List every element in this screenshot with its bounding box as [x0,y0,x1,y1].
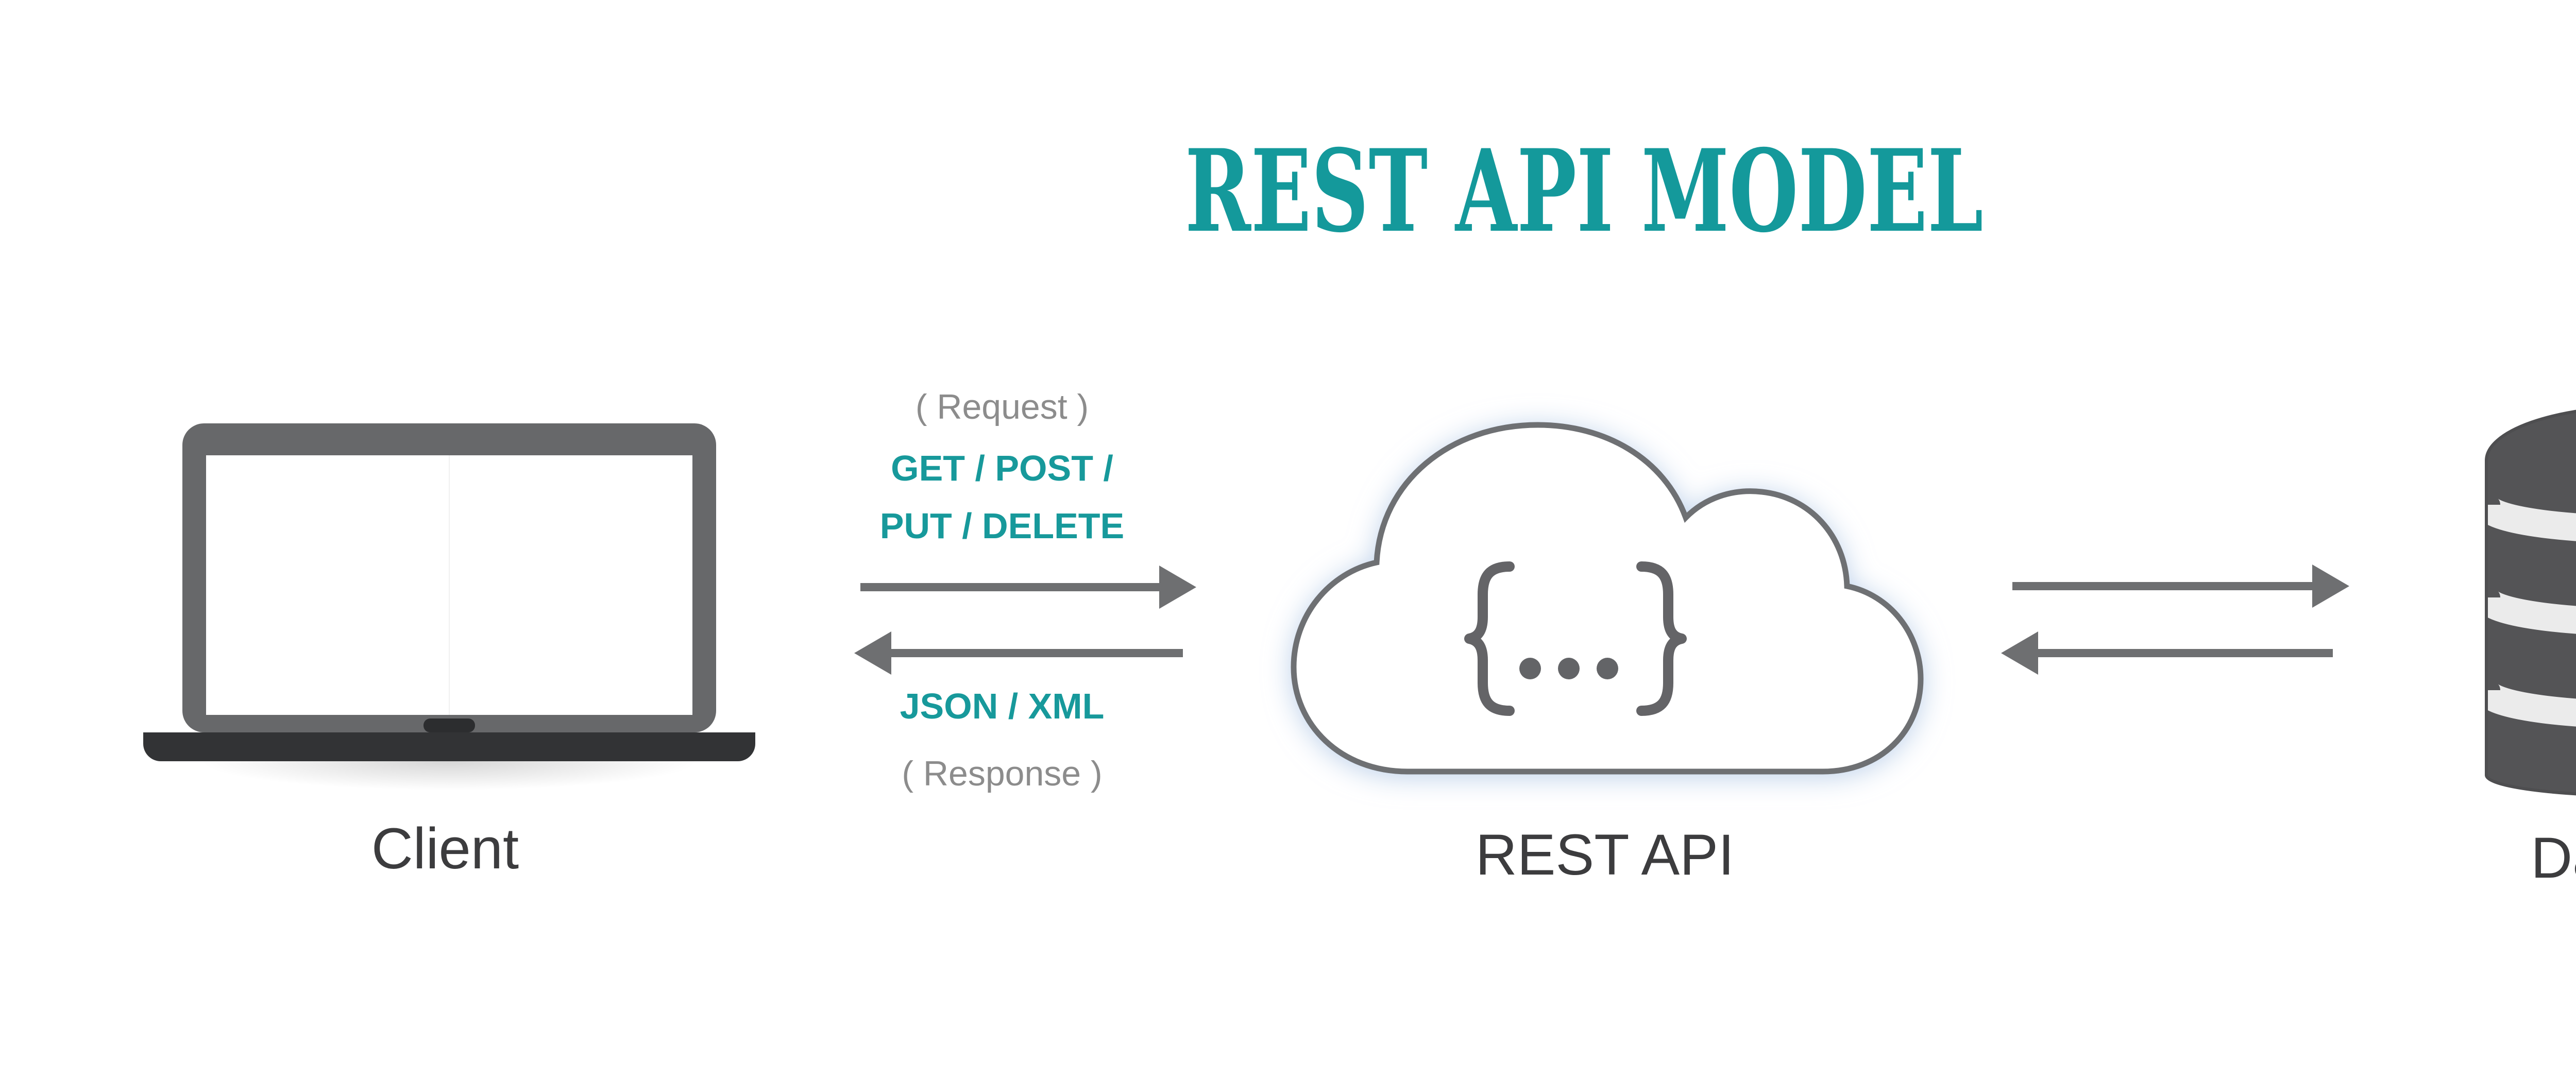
client-to-api-arrow-icon [860,566,1196,609]
braces-icon [1464,561,1687,716]
cloud-icon [1291,422,1924,775]
laptop-shadow [154,761,745,802]
database-icon [2485,409,2576,796]
rest-api-node-label: REST API [1475,823,1735,887]
database-node-label: Database [2531,826,2576,890]
laptop-screen-divider [449,455,450,715]
database-band [2486,498,2576,543]
right-brace [1636,561,1687,716]
request-methods-line2: PUT / DELETE [879,506,1125,546]
api-to-client-arrow-icon [854,631,1183,675]
laptop-notch [423,718,475,732]
request-annotation: ( Request ) [915,387,1089,426]
response-formats: JSON / XML [900,686,1105,726]
diagram-title: REST API MODEL [1185,124,1984,258]
left-brace [1464,561,1515,716]
api-to-db-arrow-icon [2012,564,2349,608]
database-band [2486,591,2576,636]
client-node-label: Client [371,816,519,881]
db-to-api-arrow-icon [2001,631,2333,675]
database-band [2486,683,2576,729]
request-methods-line1: GET / POST / [891,448,1113,488]
ellipsis-dots-icon [1519,658,1618,679]
laptop-base [143,732,755,761]
response-annotation: ( Response ) [902,754,1103,793]
